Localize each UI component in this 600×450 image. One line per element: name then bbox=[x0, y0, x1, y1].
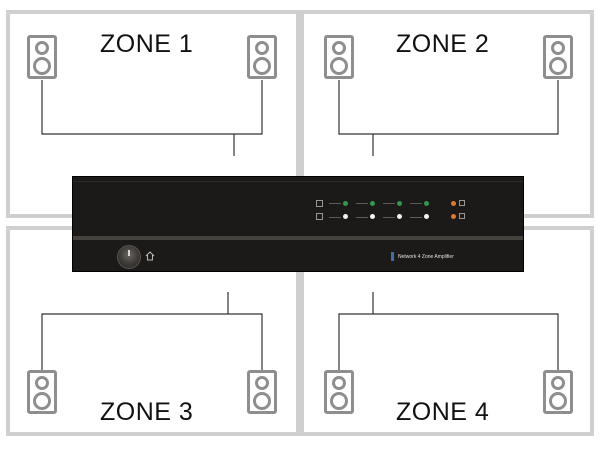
clip-led bbox=[451, 214, 456, 219]
amplifier-brand: Network 4 Zone Amplifier bbox=[391, 252, 454, 261]
zone-4-wire bbox=[338, 313, 559, 370]
amplifier-trim-band bbox=[73, 236, 523, 240]
power-button bbox=[316, 200, 323, 207]
speaker-icon bbox=[247, 35, 277, 79]
led-divider bbox=[383, 217, 395, 218]
network-port-icon bbox=[459, 213, 465, 219]
ch4-signal-led bbox=[424, 214, 429, 219]
zone-2-label: ZONE 2 bbox=[396, 30, 490, 58]
led-divider bbox=[329, 217, 341, 218]
speaker-icon bbox=[543, 370, 573, 414]
network-port-icon bbox=[459, 200, 465, 206]
volume-knob-icon bbox=[117, 245, 141, 269]
home-icon bbox=[145, 251, 155, 261]
ch4-status-led bbox=[424, 201, 429, 206]
speaker-icon bbox=[247, 370, 277, 414]
ch2-signal-led bbox=[370, 214, 375, 219]
led-divider bbox=[356, 217, 368, 218]
led-divider bbox=[329, 203, 341, 204]
led-divider bbox=[383, 203, 395, 204]
led-divider bbox=[410, 217, 422, 218]
zone-1-wire bbox=[41, 80, 263, 135]
speaker-icon bbox=[27, 35, 57, 79]
amplifier-edge bbox=[73, 181, 523, 182]
led-divider bbox=[356, 203, 368, 204]
speaker-icon bbox=[543, 35, 573, 79]
ch2-status-led bbox=[370, 201, 375, 206]
mode-button bbox=[316, 213, 323, 220]
amplifier-model-label: Network 4 Zone Amplifier bbox=[398, 253, 454, 260]
ch1-status-led bbox=[343, 201, 348, 206]
speaker-icon bbox=[324, 35, 354, 79]
amplifier-unit: Network 4 Zone Amplifier bbox=[72, 176, 524, 272]
ch3-signal-led bbox=[397, 214, 402, 219]
speaker-icon bbox=[27, 370, 57, 414]
led-divider bbox=[410, 203, 422, 204]
zone-4-label: ZONE 4 bbox=[396, 398, 490, 426]
zone-3-label: ZONE 3 bbox=[100, 398, 194, 426]
protect-led bbox=[451, 201, 456, 206]
brand-logo-icon bbox=[391, 252, 394, 261]
zone-3-wire bbox=[41, 313, 263, 370]
zone-2-wire bbox=[338, 80, 559, 135]
ch3-status-led bbox=[397, 201, 402, 206]
ch1-signal-led bbox=[343, 214, 348, 219]
speaker-icon bbox=[324, 370, 354, 414]
zone-1-label: ZONE 1 bbox=[100, 30, 194, 58]
